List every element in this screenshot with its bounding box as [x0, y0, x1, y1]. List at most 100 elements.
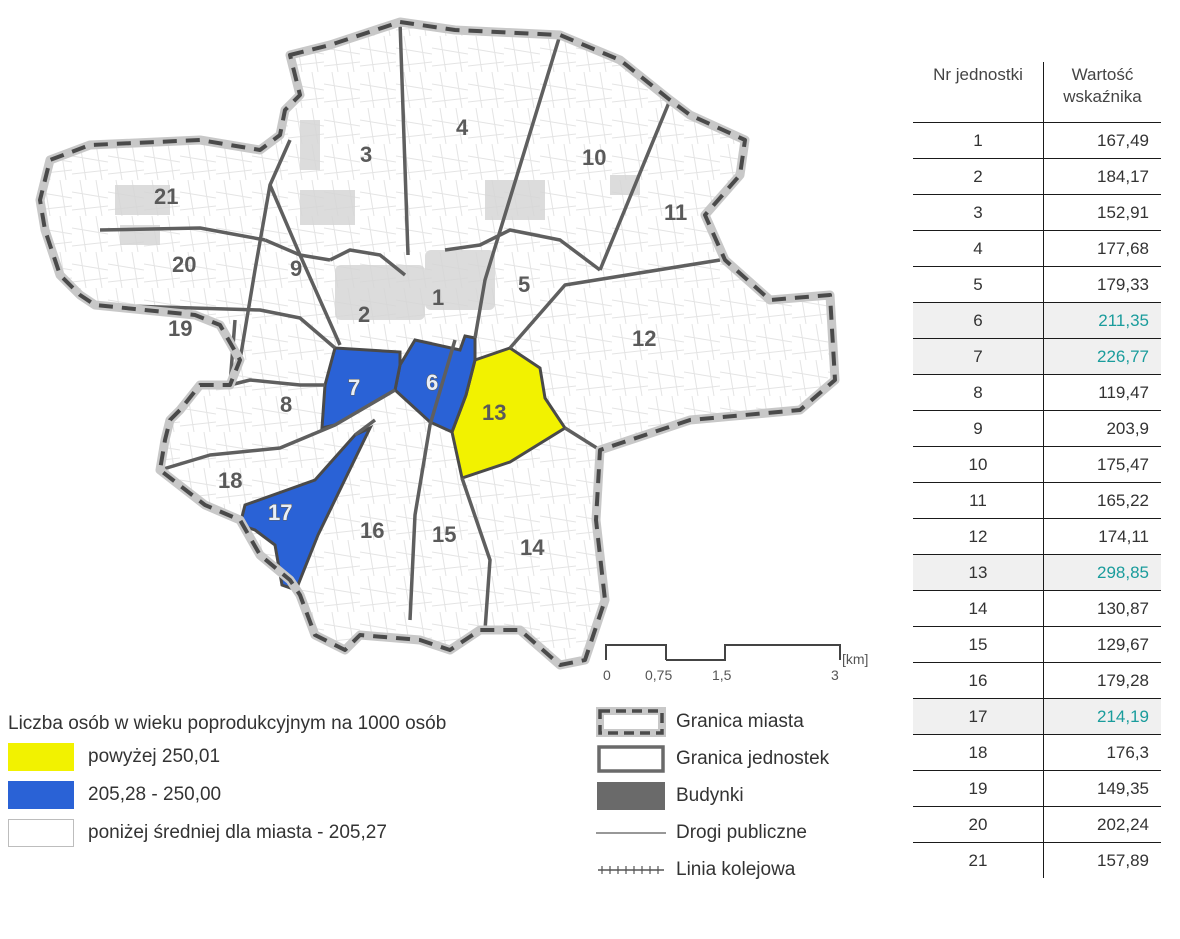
unit-label-13: 13 [482, 400, 506, 425]
legend-symbol-label: Linia kolejowa [676, 858, 796, 880]
indicator-value-cell: 211,35 [1043, 302, 1161, 339]
unit-label-1: 1 [432, 285, 444, 310]
city-boundary-dashes [38, 20, 837, 667]
indicator-value-cell: 226,77 [1043, 338, 1161, 375]
header-unit-number: Nr jednostki [913, 62, 1044, 123]
unit-number-cell: 20 [913, 806, 1044, 843]
legend-class-label: 205,28 - 250,00 [88, 784, 222, 805]
unit-label-8: 8 [280, 392, 292, 417]
scale-tick-15: 1,5 [712, 667, 732, 683]
unit-label-11: 11 [664, 200, 687, 225]
indicator-value-cell: 152,91 [1043, 194, 1161, 231]
unit-number-cell: 15 [913, 626, 1044, 663]
unit-label-12: 12 [632, 326, 656, 351]
scale-tick-3: 3 [831, 667, 839, 683]
unit-number-cell: 18 [913, 734, 1044, 771]
railway-line-icon [598, 865, 664, 874]
unit-label-10: 10 [582, 145, 606, 170]
indicator-value-cell: 174,11 [1043, 518, 1161, 555]
unit-label-19: 19 [168, 316, 192, 341]
unit-number-cell: 21 [913, 842, 1044, 878]
indicator-value-cell: 179,33 [1043, 266, 1161, 303]
legend-swatch-white [8, 819, 74, 847]
city-boundary-icon [596, 706, 666, 737]
unit-labels: 1 2 3 4 5 6 7 8 9 10 11 12 13 14 15 16 1… [154, 115, 687, 560]
indicator-value-cell: 184,17 [1043, 158, 1161, 195]
indicator-value-cell: 157,89 [1043, 842, 1161, 878]
legend-symbol-unit-boundary: Granica jednostek [596, 740, 906, 777]
unit-label-4: 4 [456, 115, 469, 140]
indicator-value-cell: 165,22 [1043, 482, 1161, 519]
unit-number-cell: 8 [913, 374, 1044, 411]
unit-label-15: 15 [432, 522, 456, 547]
unit-number-cell: 19 [913, 770, 1044, 807]
indicator-value-cell: 202,24 [1043, 806, 1161, 843]
indicator-value-cell: 129,67 [1043, 626, 1161, 663]
unit-number-cell: 9 [913, 410, 1044, 447]
unit-number-cell: 3 [913, 194, 1044, 231]
unit-label-14: 14 [520, 535, 545, 560]
unit-label-3: 3 [360, 142, 372, 167]
legend-class-above: powyżej 250,01 [8, 740, 568, 774]
indicator-value-cell: 177,68 [1043, 230, 1161, 267]
legend-title: Liczba osób w wieku poprodukcyjnym na 10… [8, 713, 447, 734]
unit-label-18: 18 [218, 468, 242, 493]
legend-class-label: powyżej 250,01 [88, 746, 221, 767]
unit-label-20: 20 [172, 252, 196, 277]
unit-number-cell: 10 [913, 446, 1044, 483]
legend-symbol-label: Granica jednostek [676, 747, 830, 769]
building-fill-icon [597, 781, 665, 810]
class-legend: Liczba osób w wieku poprodukcyjnym na 10… [8, 712, 568, 850]
unit-boundary-icon [597, 744, 665, 773]
unit-label-5: 5 [518, 272, 530, 297]
unit-number-cell: 4 [913, 230, 1044, 267]
legend-symbol-roads: Drogi publiczne [596, 814, 906, 851]
unit-number-cell: 1 [913, 122, 1044, 159]
unit-label-2: 2 [358, 302, 370, 327]
table-header-row: Nr jednostki Wartość wskaźnika [913, 62, 1161, 123]
legend-class-mid: 205,28 - 250,00 [8, 778, 568, 812]
legend-symbol-label: Drogi publiczne [676, 821, 807, 843]
unit-number-cell: 11 [913, 482, 1044, 519]
unit-label-7: 7 [348, 375, 360, 400]
unit-number-cell: 17 [913, 698, 1044, 735]
indicator-value-cell: 203,9 [1043, 410, 1161, 447]
indicator-value-cell: 119,47 [1043, 374, 1161, 411]
unit-number-cell: 12 [913, 518, 1044, 555]
scale-bar: 0 0,75 1,5 3 [km] [603, 644, 868, 683]
unit-number-cell: 2 [913, 158, 1044, 195]
unit-number-cell: 14 [913, 590, 1044, 627]
unit-number-cell: 5 [913, 266, 1044, 303]
indicator-value-cell: 179,28 [1043, 662, 1161, 699]
legend-symbol-railway: Linia kolejowa [596, 851, 906, 888]
legend-swatch-yellow [8, 743, 74, 771]
city-map: 1 2 3 4 5 6 7 8 9 10 11 12 13 14 15 16 1… [35, 17, 868, 683]
unit-label-21: 21 [154, 184, 178, 209]
unit-number-cell: 6 [913, 302, 1044, 339]
header-indicator-value: Wartość wskaźnika [1063, 65, 1142, 106]
unit-17-area [238, 424, 374, 592]
indicator-value-cell: 149,35 [1043, 770, 1161, 807]
indicator-value-cell: 175,47 [1043, 446, 1161, 483]
